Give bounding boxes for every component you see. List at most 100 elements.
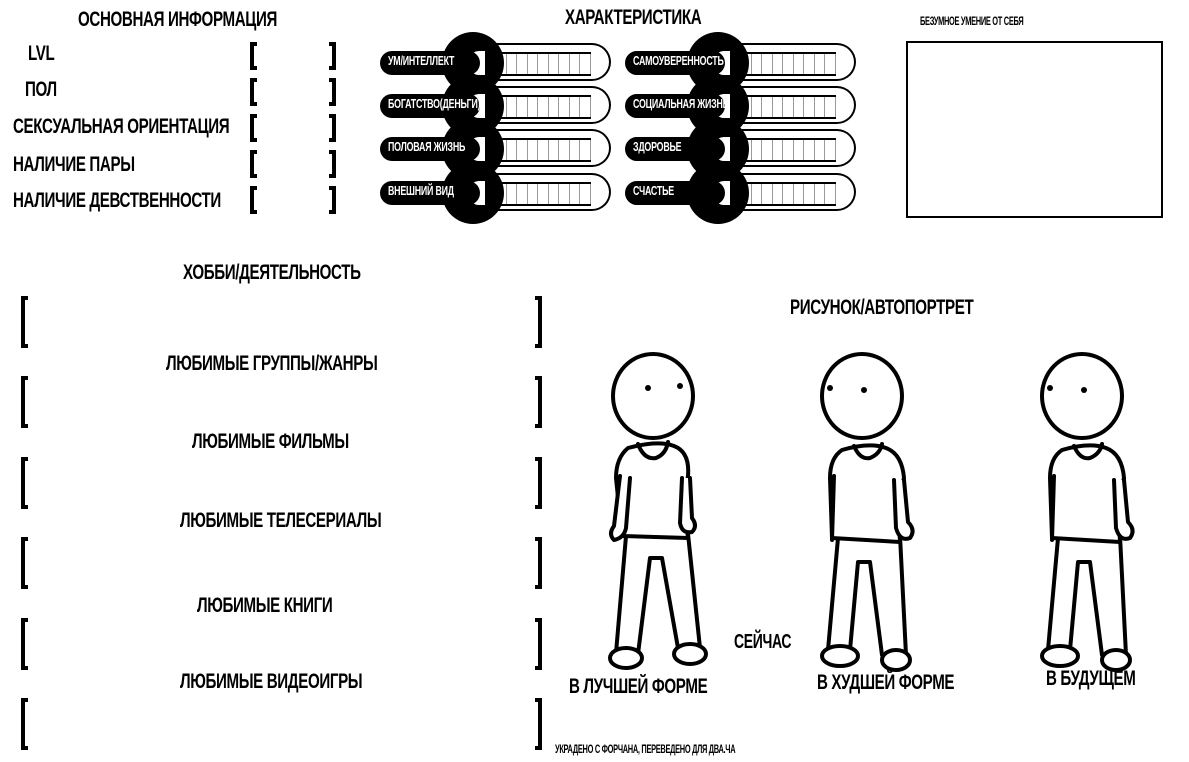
meter-segment[interactable] (794, 140, 805, 160)
figure-future[interactable] (1040, 350, 1150, 685)
figure-best-form[interactable] (608, 348, 718, 683)
meter-segment[interactable] (741, 97, 752, 117)
field-label-virginity: НАЛИЧИЕ ДЕВСТВЕННОСТИ (13, 189, 221, 212)
meter-segment[interactable] (783, 97, 794, 117)
meter-segment[interactable] (783, 54, 794, 74)
meter-segment[interactable] (741, 54, 752, 74)
movies-input[interactable] (21, 457, 542, 509)
meter-segment[interactable] (538, 97, 549, 117)
meter-segment[interactable] (815, 184, 826, 204)
meter-segment[interactable] (815, 97, 826, 117)
meter-segment[interactable] (549, 54, 560, 74)
meter-segment[interactable] (783, 184, 794, 204)
meter-segment[interactable] (549, 140, 560, 160)
field-input-lvl[interactable] (250, 42, 336, 70)
meter-segment[interactable] (528, 140, 539, 160)
meter-segment[interactable] (496, 140, 507, 160)
field-label-gender: ПОЛ (25, 78, 57, 101)
meter-segment[interactable] (507, 140, 518, 160)
meter-segment[interactable] (794, 184, 805, 204)
meter-right-1[interactable]: СОЦИАЛЬНАЯ ЖИЗНЬ (625, 75, 875, 137)
meter-right-2[interactable]: ЗДОРОВЬЕ (625, 118, 875, 180)
meter-segment[interactable] (804, 184, 815, 204)
meter-segment[interactable] (804, 97, 815, 117)
meter-segment[interactable] (773, 54, 784, 74)
field-input-gender[interactable] (250, 78, 336, 106)
meter-segment[interactable] (517, 140, 528, 160)
field-input-orientation[interactable] (250, 114, 336, 142)
meter-segment[interactable] (580, 184, 592, 204)
meter-segment[interactable] (794, 54, 805, 74)
meter-segment[interactable] (538, 184, 549, 204)
meter-segment[interactable] (752, 140, 763, 160)
meter-segment[interactable] (825, 97, 837, 117)
field-input-virginity[interactable] (250, 186, 336, 214)
meter-segment[interactable] (762, 184, 773, 204)
meter-segment[interactable] (815, 54, 826, 74)
books-input[interactable] (21, 618, 542, 670)
meter-segment[interactable] (549, 97, 560, 117)
meter-segment[interactable] (559, 97, 570, 117)
field-input-relationship[interactable] (250, 150, 336, 178)
meter-segment[interactable] (528, 54, 539, 74)
meter-segment[interactable] (496, 97, 507, 117)
meter-segment[interactable] (528, 97, 539, 117)
meter-segment[interactable] (570, 184, 581, 204)
meter-segment[interactable] (825, 54, 837, 74)
meter-segment[interactable] (496, 184, 507, 204)
meter-segment[interactable] (773, 140, 784, 160)
meter-segment[interactable] (825, 184, 837, 204)
meter-segment[interactable] (517, 184, 528, 204)
meter-segment[interactable] (762, 140, 773, 160)
stick-figure-drawing (1040, 352, 1135, 672)
figure-worst-form[interactable] (820, 350, 930, 685)
meter-segment[interactable] (559, 54, 570, 74)
meter-left-1[interactable]: БОГАТСТВО(ДЕНЬГИ) (380, 75, 630, 137)
meter-segment[interactable] (559, 140, 570, 160)
meter-segment[interactable] (804, 54, 815, 74)
meter-left-0[interactable]: УМ/ИНТЕЛЛЕКТ (380, 32, 630, 94)
meter-segment[interactable] (496, 54, 507, 74)
meter-segment[interactable] (741, 184, 752, 204)
meter-label-pill (380, 51, 480, 75)
meter-segment[interactable] (549, 184, 560, 204)
videogames-input[interactable] (21, 698, 542, 750)
meter-segment[interactable] (752, 54, 763, 74)
meter-segment[interactable] (773, 97, 784, 117)
meter-segment[interactable] (507, 97, 518, 117)
meter-segment[interactable] (741, 140, 752, 160)
hobby-input[interactable] (21, 296, 542, 348)
meter-segment[interactable] (580, 97, 592, 117)
meter-segment[interactable] (580, 140, 592, 160)
meter-segment[interactable] (528, 184, 539, 204)
meter-segment[interactable] (538, 140, 549, 160)
self-box-area[interactable] (906, 41, 1163, 218)
credit-text: УКРАДЕНО С ФОРЧАНА, ПЕРЕВЕДЕНО ДЛЯ ДВА.Ч… (555, 742, 736, 756)
meter-segment[interactable] (517, 54, 528, 74)
meter-segment[interactable] (507, 54, 518, 74)
right-bracket (329, 42, 336, 70)
meter-segment[interactable] (538, 54, 549, 74)
meter-segment[interactable] (794, 97, 805, 117)
meter-segment[interactable] (580, 54, 592, 74)
music-input[interactable] (21, 376, 542, 428)
meter-segment[interactable] (507, 184, 518, 204)
meter-segment[interactable] (570, 97, 581, 117)
meter-segment[interactable] (825, 140, 837, 160)
meter-right-3[interactable]: СЧАСТЬЕ (625, 162, 875, 224)
meter-segment[interactable] (752, 97, 763, 117)
meter-segment[interactable] (783, 140, 794, 160)
meter-left-3[interactable]: ВНЕШНИЙ ВИД (380, 162, 630, 224)
meter-segment[interactable] (773, 184, 784, 204)
meter-segment[interactable] (570, 54, 581, 74)
meter-segment[interactable] (762, 97, 773, 117)
meter-segment[interactable] (752, 184, 763, 204)
meter-segment[interactable] (815, 140, 826, 160)
meter-segment[interactable] (559, 184, 570, 204)
meter-segment[interactable] (804, 140, 815, 160)
meter-segment[interactable] (570, 140, 581, 160)
right-bracket (329, 78, 336, 106)
tvshows-input[interactable] (21, 537, 542, 589)
meter-segment[interactable] (762, 54, 773, 74)
meter-segment[interactable] (517, 97, 528, 117)
